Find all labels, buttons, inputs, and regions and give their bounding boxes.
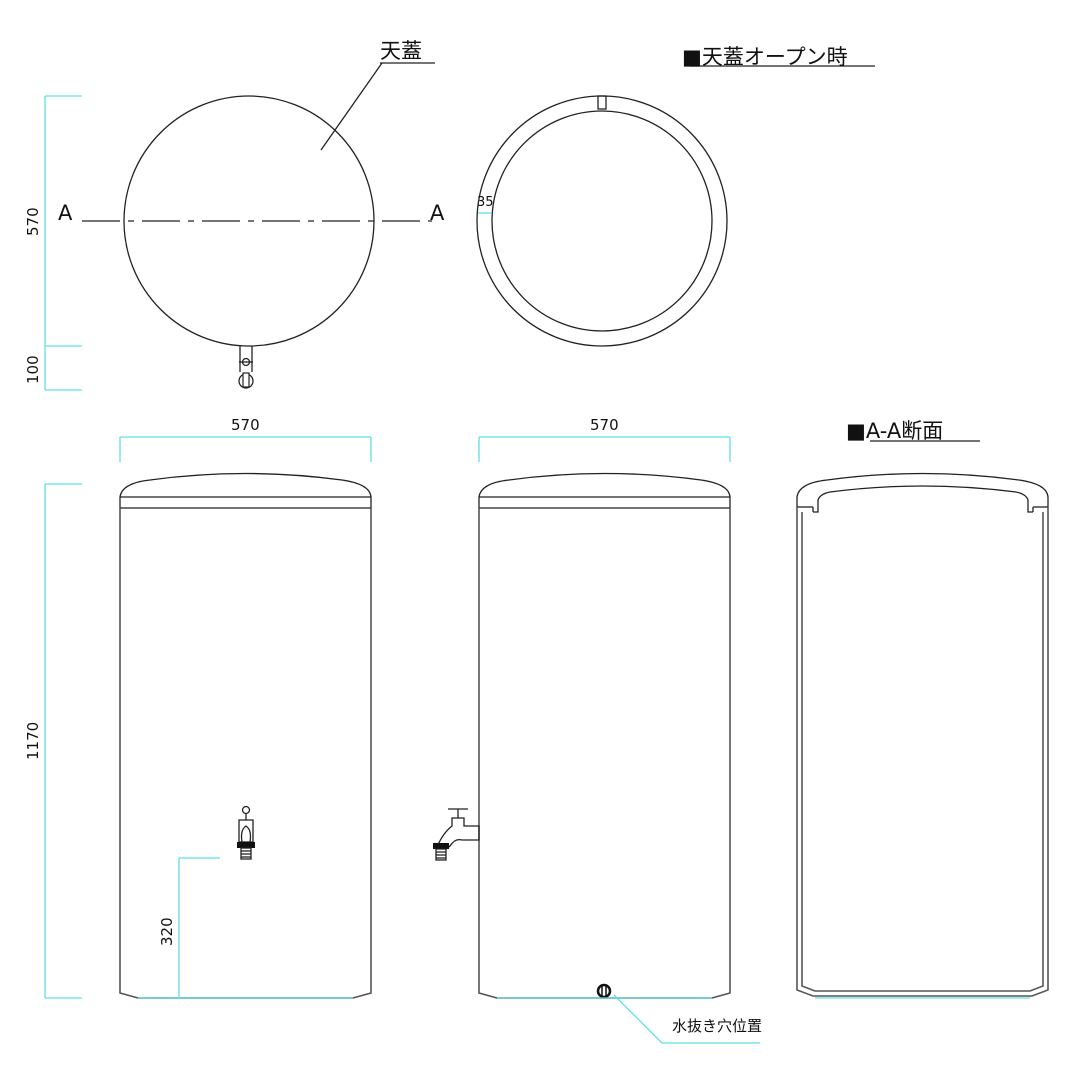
outer-rim-circle — [476, 95, 728, 347]
dim-faucet-projection: 100 — [24, 355, 42, 384]
top-view-lid-open — [476, 65, 875, 347]
section-lid-inner — [813, 485, 1033, 513]
top-view — [44, 62, 435, 391]
section-mark-right: A — [430, 201, 445, 225]
section-body-outer — [796, 507, 1049, 997]
side-lid — [478, 472, 731, 509]
section-body-inner — [801, 512, 1044, 992]
faucet-top-icon — [238, 346, 254, 389]
side-view-dimensions — [478, 436, 760, 1044]
top-view-dimensions — [44, 95, 82, 391]
front-view — [44, 436, 372, 999]
inner-rim-circle — [491, 110, 713, 332]
dim-faucet-height: 320 — [158, 917, 176, 946]
dim-rim-width: 35 — [477, 195, 494, 210]
section-lid-outer — [796, 472, 1049, 507]
side-body — [478, 508, 731, 999]
lid-open-title: ■天蓋オープン時 — [682, 45, 848, 69]
faucet-front-icon — [237, 805, 255, 860]
front-lid — [119, 472, 372, 509]
side-view — [433, 436, 760, 1044]
faucet-side-icon — [433, 808, 480, 861]
section-title: ■A-A断面 — [846, 419, 944, 443]
section-mark-left: A — [58, 201, 73, 225]
drain-hole-icon — [596, 983, 612, 999]
hinge-notch — [597, 95, 607, 110]
dim-top-diameter: 570 — [24, 207, 42, 236]
drain-callout-label: 水抜き穴位置 — [672, 1017, 763, 1035]
dim-side-width: 570 — [590, 416, 619, 434]
lid-leader-line — [320, 62, 383, 151]
dim-front-width: 570 — [231, 416, 260, 434]
section-a-a-view — [796, 440, 1049, 999]
lid-callout-label: 天蓋 — [380, 39, 422, 63]
front-view-dimensions — [44, 436, 372, 999]
dim-height: 1170 — [24, 721, 42, 760]
